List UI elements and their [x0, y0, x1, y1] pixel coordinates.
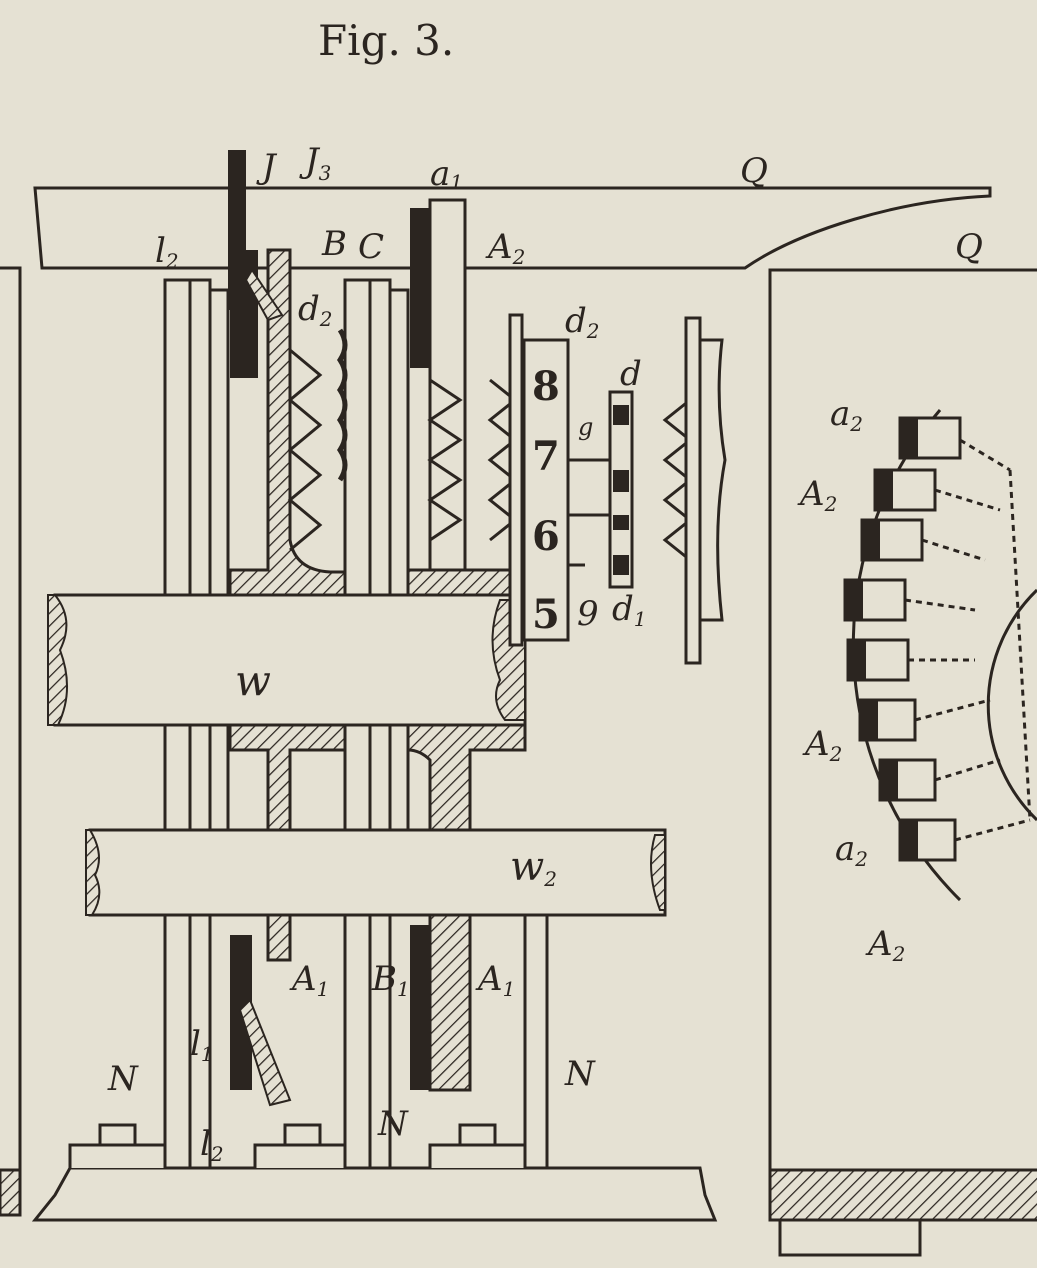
counter-teeth — [843, 416, 1032, 862]
label-b: B — [321, 224, 347, 264]
figure-title: Fig. 3. — [318, 16, 454, 65]
label-arc-a2-2: a2 — [835, 829, 868, 871]
label-c: C — [358, 227, 384, 267]
label-arc-A2-3: A2 — [865, 924, 905, 966]
base-feet — [68, 1123, 527, 1168]
label-g: g — [578, 413, 593, 441]
label-l1: l1 — [190, 1024, 214, 1066]
label-l2-bottom: l2 — [200, 1124, 224, 1166]
label-n-mid: N — [377, 1104, 409, 1144]
top-plate-q — [33, 186, 992, 270]
counter-digit: 6 — [532, 513, 560, 560]
labels: J J3 a1 Q Q l2 B C A2 d2 d2 d g 9 d1 w w… — [107, 141, 983, 1166]
counter-mechanism: 8 7 6 5 — [508, 313, 727, 665]
label-d2-mid: d2 — [298, 289, 333, 331]
counter-digit: 5 — [532, 591, 560, 638]
label-b1: B1 — [371, 959, 410, 1001]
label-a1-top: a1 — [430, 154, 463, 194]
counter-digit: 8 — [532, 363, 560, 410]
label-q-right: Q — [955, 227, 983, 267]
label-w: w — [235, 656, 271, 705]
label-l2-top: l2 — [155, 231, 179, 273]
label-q-top: Q — [740, 151, 768, 191]
label-j3: J3 — [299, 141, 331, 185]
label-arc-a2-1: a2 — [830, 394, 863, 436]
left-frame — [0, 266, 22, 1217]
label-n-left: N — [107, 1059, 139, 1099]
label-a1-right: A1 — [475, 959, 515, 1001]
label-a1-left: A1 — [289, 959, 329, 1001]
counter-digit: 7 — [532, 433, 560, 480]
springs — [287, 328, 693, 562]
shaft-w2 — [85, 828, 667, 917]
right-frame — [768, 268, 1037, 1257]
label-j: J — [256, 147, 278, 187]
label-arc-A2-1: A2 — [797, 474, 837, 516]
label-w2: w2 — [510, 844, 557, 891]
label-a2-top: A2 — [485, 227, 525, 269]
label-arc-A2-2: A2 — [802, 724, 842, 766]
label-d2-right: d2 — [565, 301, 600, 343]
label-d: d — [620, 354, 642, 394]
base-plate — [31, 1166, 718, 1222]
label-9: 9 — [577, 594, 599, 634]
shaft-w — [47, 593, 527, 727]
label-d1: d1 — [612, 589, 647, 631]
label-n-right: N — [564, 1054, 596, 1094]
